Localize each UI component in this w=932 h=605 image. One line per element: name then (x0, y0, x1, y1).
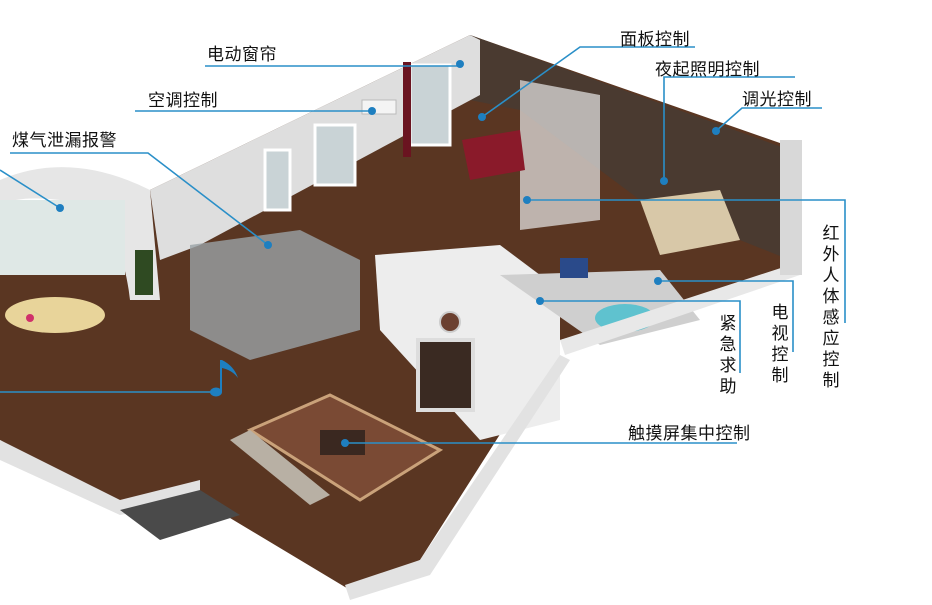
wall-clock (439, 311, 461, 333)
callout-line-dimming (715, 107, 822, 132)
dot-night-light (660, 177, 668, 185)
dot-ac (368, 107, 376, 115)
dot-panel (478, 113, 486, 121)
dot-infrared (523, 196, 531, 204)
label-dimming: 调光控制 (742, 90, 812, 110)
callout-lines (0, 46, 846, 444)
callout-line-gas (10, 152, 269, 246)
music-note-icon (210, 360, 238, 397)
dot-arch (56, 204, 64, 212)
entrance-step (120, 490, 240, 540)
plant (135, 250, 153, 295)
glass-partitions (520, 80, 600, 230)
label-panel: 面板控制 (620, 30, 690, 50)
window (263, 148, 292, 212)
callout-line-panel (481, 46, 695, 118)
label-curtain: 电动窗帘 (207, 45, 277, 65)
bedroom-bed (640, 190, 740, 255)
dot-dining (26, 314, 34, 322)
callout-line-arch (0, 169, 61, 209)
window (313, 123, 357, 187)
red-bed (462, 130, 525, 180)
air-conditioner (361, 99, 397, 115)
label-emergency: 紧急求助 (719, 314, 737, 397)
label-touchscreen: 触摸屏集中控制 (628, 424, 751, 444)
window (408, 63, 452, 147)
bathroom (500, 270, 700, 345)
label-gas-alarm: 煤气泄漏报警 (12, 131, 117, 151)
callout-line-emergency (540, 300, 741, 373)
curtain (403, 62, 411, 157)
label-tv: 电视控制 (771, 303, 789, 386)
kitchen (190, 230, 360, 360)
dot-curtain (456, 60, 464, 68)
callout-line-infrared (527, 199, 846, 323)
callout-dots (26, 60, 720, 447)
label-night-light: 夜起照明控制 (655, 60, 760, 80)
label-infrared: 红外人体感应控制 (822, 224, 840, 391)
dot-emergency (536, 297, 544, 305)
front-wall (560, 265, 800, 355)
dot-touchscreen (341, 439, 349, 447)
dot-dimming (712, 127, 720, 135)
callout-line-night-light (663, 76, 795, 181)
wall-pillar (780, 140, 802, 275)
label-ac: 空调控制 (148, 91, 218, 111)
callout-line-tv (658, 280, 794, 352)
fireplace (416, 338, 475, 412)
dot-tv (654, 277, 662, 285)
dining-table (5, 297, 105, 333)
dining-window (0, 200, 125, 275)
tv (560, 258, 588, 278)
sofa (230, 430, 330, 505)
dot-gas (264, 241, 272, 249)
living-right-wall (345, 355, 570, 600)
front-wall-left (0, 440, 200, 515)
